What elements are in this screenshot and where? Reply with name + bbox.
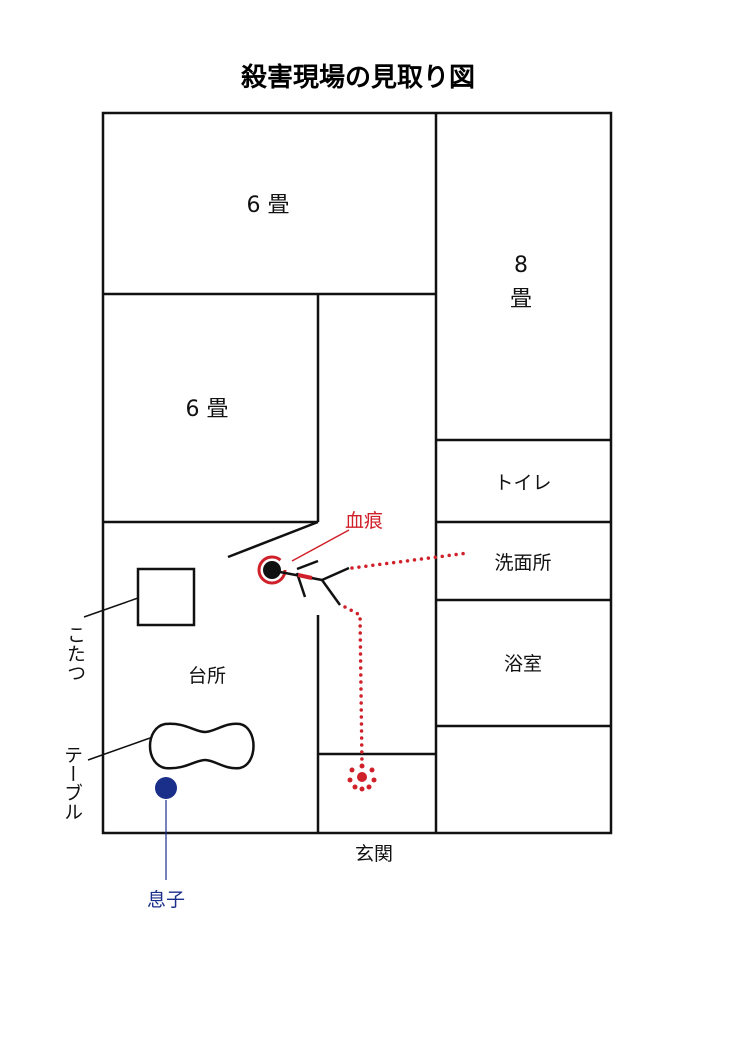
- kotatsu: [136, 567, 196, 627]
- room-label-washroom: 洗面所: [494, 552, 551, 574]
- blood-leader: [291, 529, 350, 562]
- room-label-toilet: トイレ: [494, 472, 551, 494]
- blood-ring: [257, 555, 287, 585]
- blood-label: 血痕: [345, 510, 383, 532]
- blood-smear: [297, 573, 313, 580]
- door-line: [227, 520, 319, 559]
- room-label-bathroom: 浴室: [504, 653, 542, 675]
- room-label-6-tatami-top: 6 畳: [247, 193, 290, 218]
- diagram-title: 殺害現場の見取り図: [241, 62, 475, 93]
- table: [148, 722, 255, 770]
- outer-wall: [101, 111, 613, 835]
- room-label-kitchen: 台所: [188, 665, 226, 687]
- room-label-entrance: 玄関: [355, 843, 393, 865]
- blood-trail: [343, 551, 470, 767]
- victim-head: [263, 561, 281, 579]
- kotatsu-label: こたつ: [64, 625, 86, 682]
- son-marker: [155, 777, 177, 799]
- walls: [101, 111, 613, 835]
- victim-body: [279, 559, 350, 606]
- blood-splatter: [347, 763, 377, 792]
- table-label: テーブル: [61, 745, 83, 821]
- room-label-8-num: 8: [514, 253, 528, 278]
- room-label-8-unit: 畳: [510, 287, 532, 312]
- son-label: 息子: [147, 889, 185, 911]
- kotatsu-leader: [83, 597, 139, 618]
- room-label-6-tatami-mid: 6 畳: [186, 397, 229, 422]
- table-leader: [87, 737, 151, 761]
